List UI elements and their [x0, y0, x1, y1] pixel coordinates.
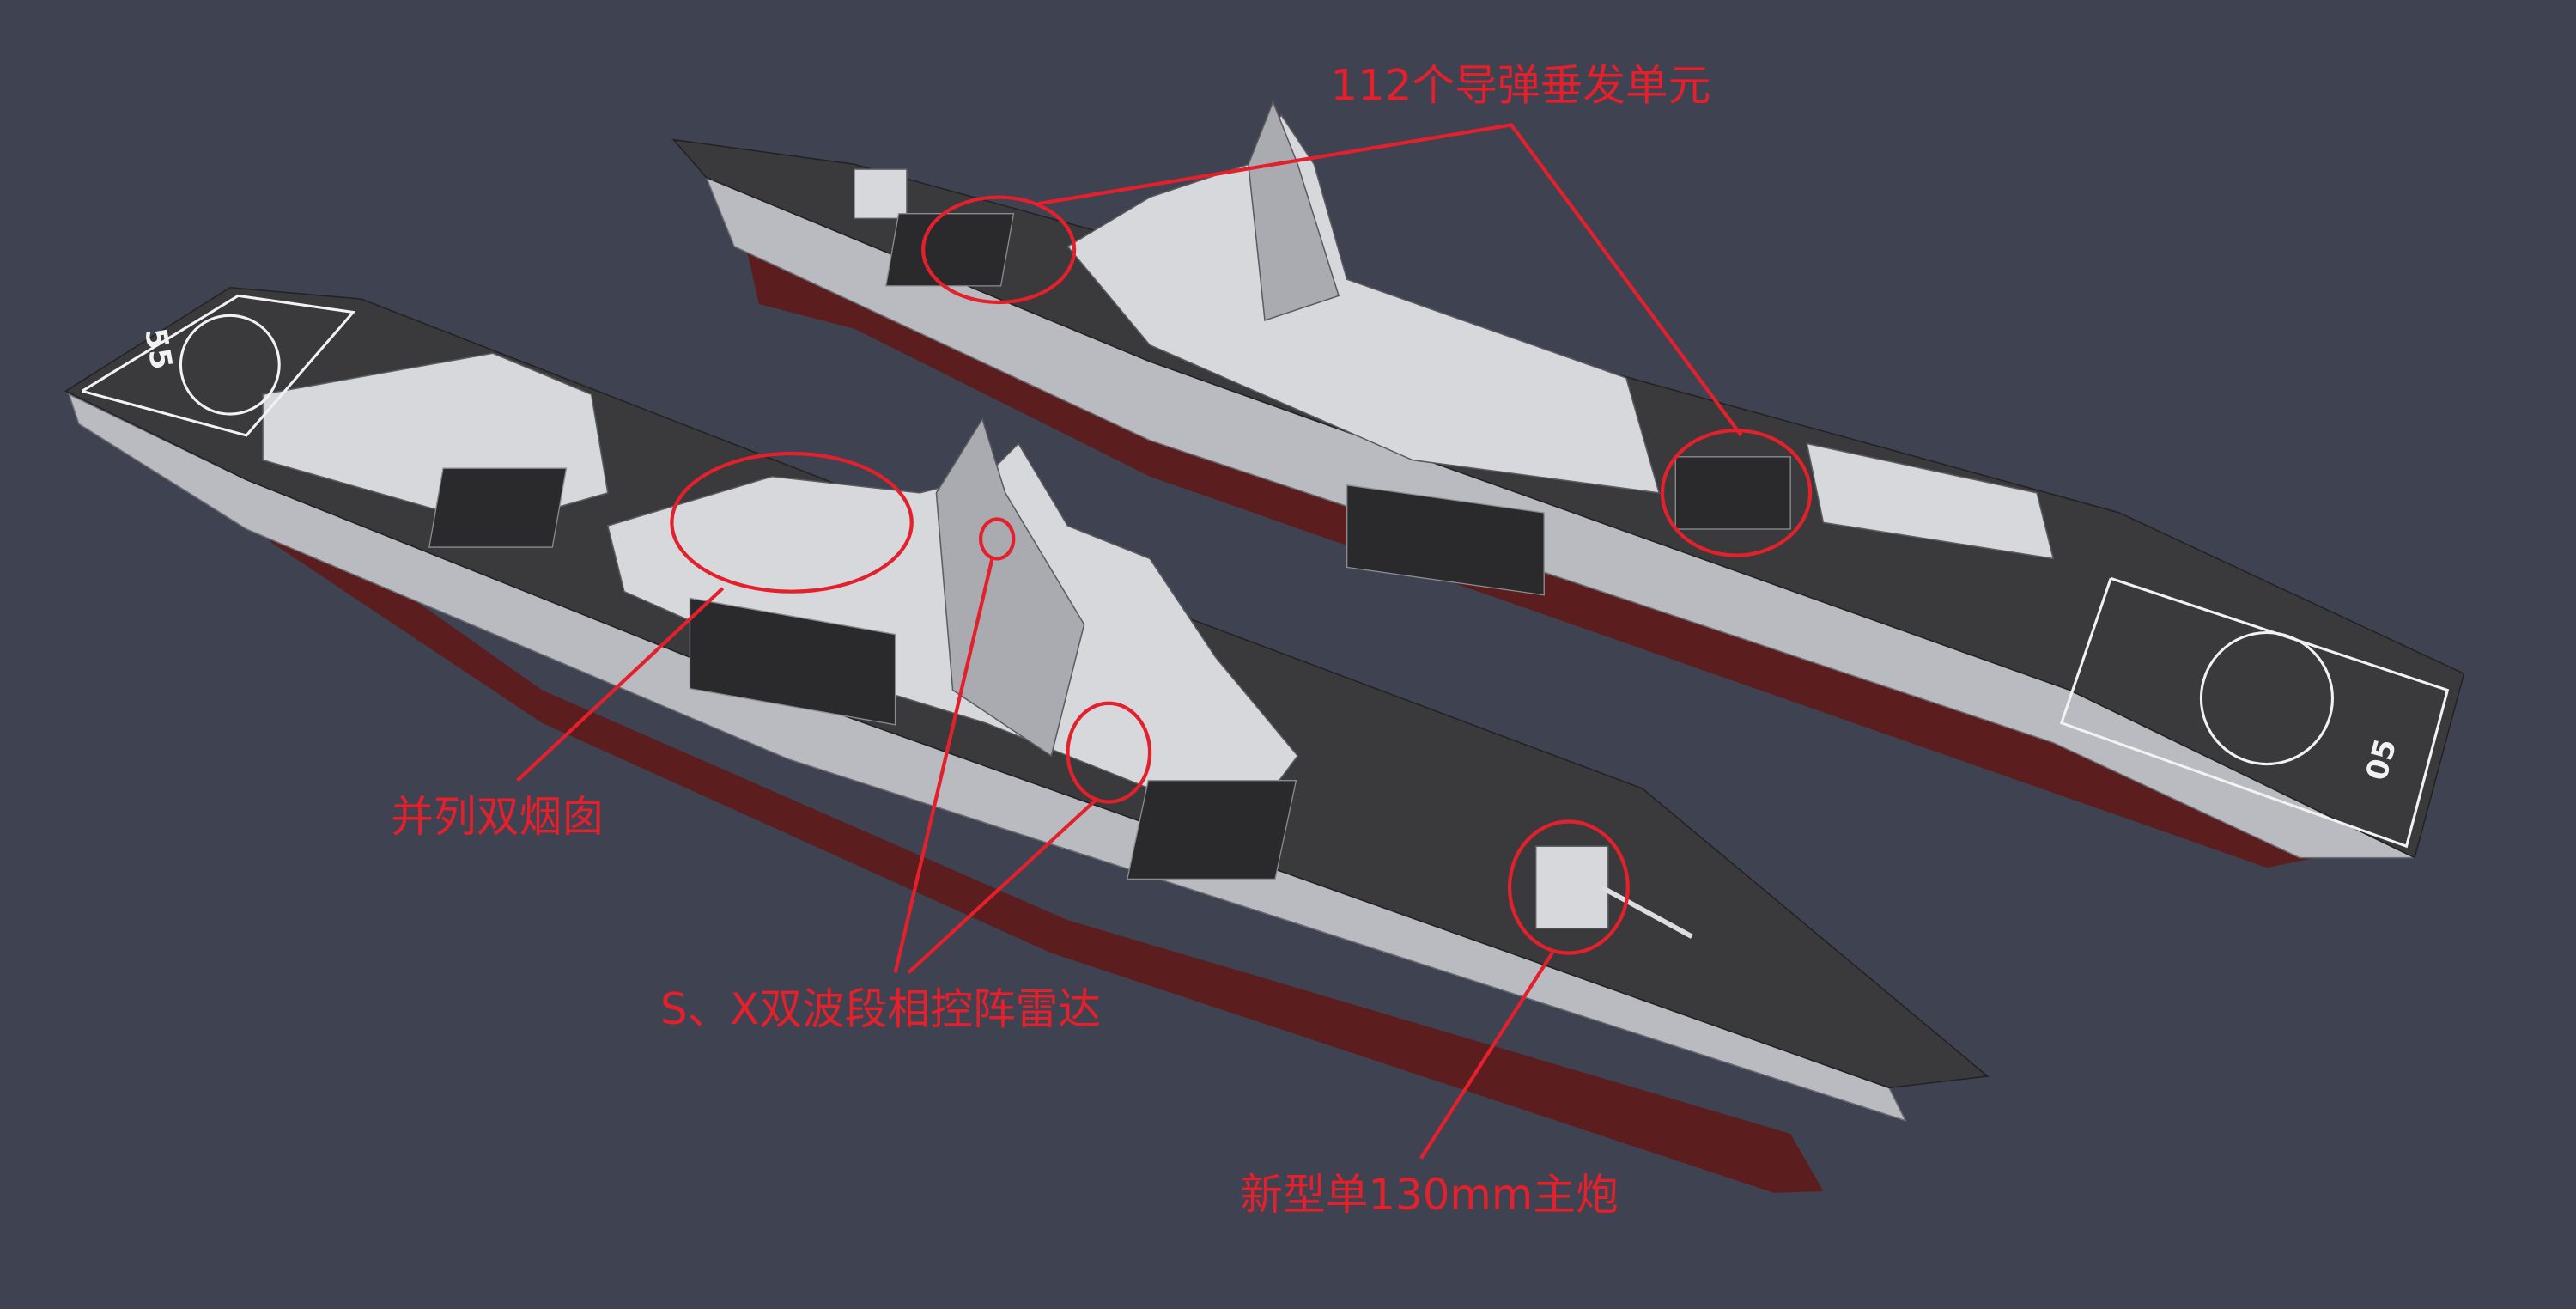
front-ship-aft-vls — [428, 467, 568, 548]
label-vls: 112个导弹垂发单元 — [1331, 61, 1711, 111]
front-ship-forward-vls — [1127, 780, 1297, 880]
rear-ship-aft-vls — [1674, 456, 1791, 530]
front-ship-hull-number: 55 — [137, 326, 179, 372]
rear-ship-funnels — [1346, 484, 1545, 596]
front-ship-gun-barrel — [1600, 885, 1693, 939]
front-ship-funnels — [689, 597, 896, 726]
annotation-gun: 新型单130mm主炮 — [1240, 819, 1630, 1220]
rear-ship-forward-vls — [884, 213, 1015, 287]
front-ship-mast — [935, 417, 1085, 758]
rear-ship-hangar — [1806, 442, 2055, 560]
front-ship: 55 — [64, 286, 1990, 1193]
label-funnels: 并列双烟囱 — [391, 792, 605, 842]
rear-ship-gun-turret — [853, 168, 908, 220]
annotation-radar: S、X双波段相控阵雷达 — [660, 517, 1152, 1034]
label-gun: 新型单130mm主炮 — [1240, 1170, 1618, 1220]
annotation-vls: 112个导弹垂发单元 — [921, 61, 1813, 557]
front-ship-underwater-hull — [263, 492, 1824, 1193]
front-ship-main-gun — [1534, 845, 1609, 929]
label-radar: S、X双波段相控阵雷达 — [660, 984, 1101, 1034]
rear-ship-mast — [1248, 100, 1340, 322]
front-ship-helipad: 55 — [81, 294, 356, 437]
annotation-funnels: 并列双烟囱 — [391, 451, 914, 842]
